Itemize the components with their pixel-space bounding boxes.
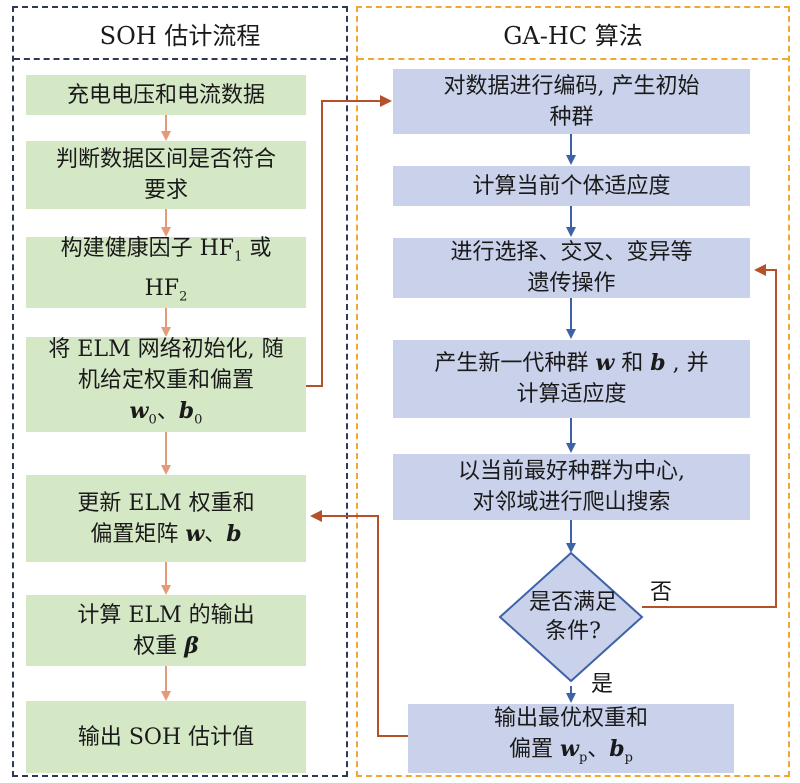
decision-diamond (498, 551, 644, 683)
step-encode-population: 对数据进行编码, 产生初始 种群 (393, 69, 750, 134)
step-update-elm: 更新 ELM 权重和 偏置矩阵 w、b (26, 475, 306, 562)
step-init-elm: 将 ELM 网络初始化, 随 机给定权重和偏置 w0、b0 (26, 337, 306, 432)
step-output-soh: 输出 SOH 估计值 (26, 701, 306, 773)
connector-init-to-encode (304, 95, 392, 387)
label-yes: 是 (591, 672, 614, 697)
connector-no-loop (642, 264, 777, 608)
soh-estimation-panel: SOH 估计流程 (12, 6, 348, 777)
step-compute-output-weight: 计算 ELM 的输出 权重 β (26, 595, 306, 666)
step-build-health-factor: 构建健康因子 HF1 或 HF2 (26, 236, 306, 308)
step-output-best-weights: 输出最优权重和 偏置 wp、bp (408, 704, 734, 773)
soh-panel-title: SOH 估计流程 (14, 8, 346, 60)
step-charge-data: 充电电压和电流数据 (26, 75, 306, 115)
step-new-generation: 产生新一代种群 w 和 b , 并 计算适应度 (393, 340, 750, 418)
step-hill-climbing: 以当前最好种群为中心, 对邻域进行爬山搜索 (393, 454, 750, 520)
step-check-data-range: 判断数据区间是否符合 要求 (26, 141, 306, 209)
decision-label: 是否满足 条件? (528, 590, 617, 644)
step-compute-fitness: 计算当前个体适应度 (393, 166, 750, 206)
label-no: 否 (650, 580, 673, 605)
ga-hc-algorithm-panel: GA-HC 算法 (356, 6, 790, 777)
connector-output-to-update (310, 510, 408, 737)
step-genetic-operations: 进行选择、交叉、变异等 遗传操作 (393, 238, 750, 298)
ga-hc-panel-title: GA-HC 算法 (358, 8, 788, 60)
